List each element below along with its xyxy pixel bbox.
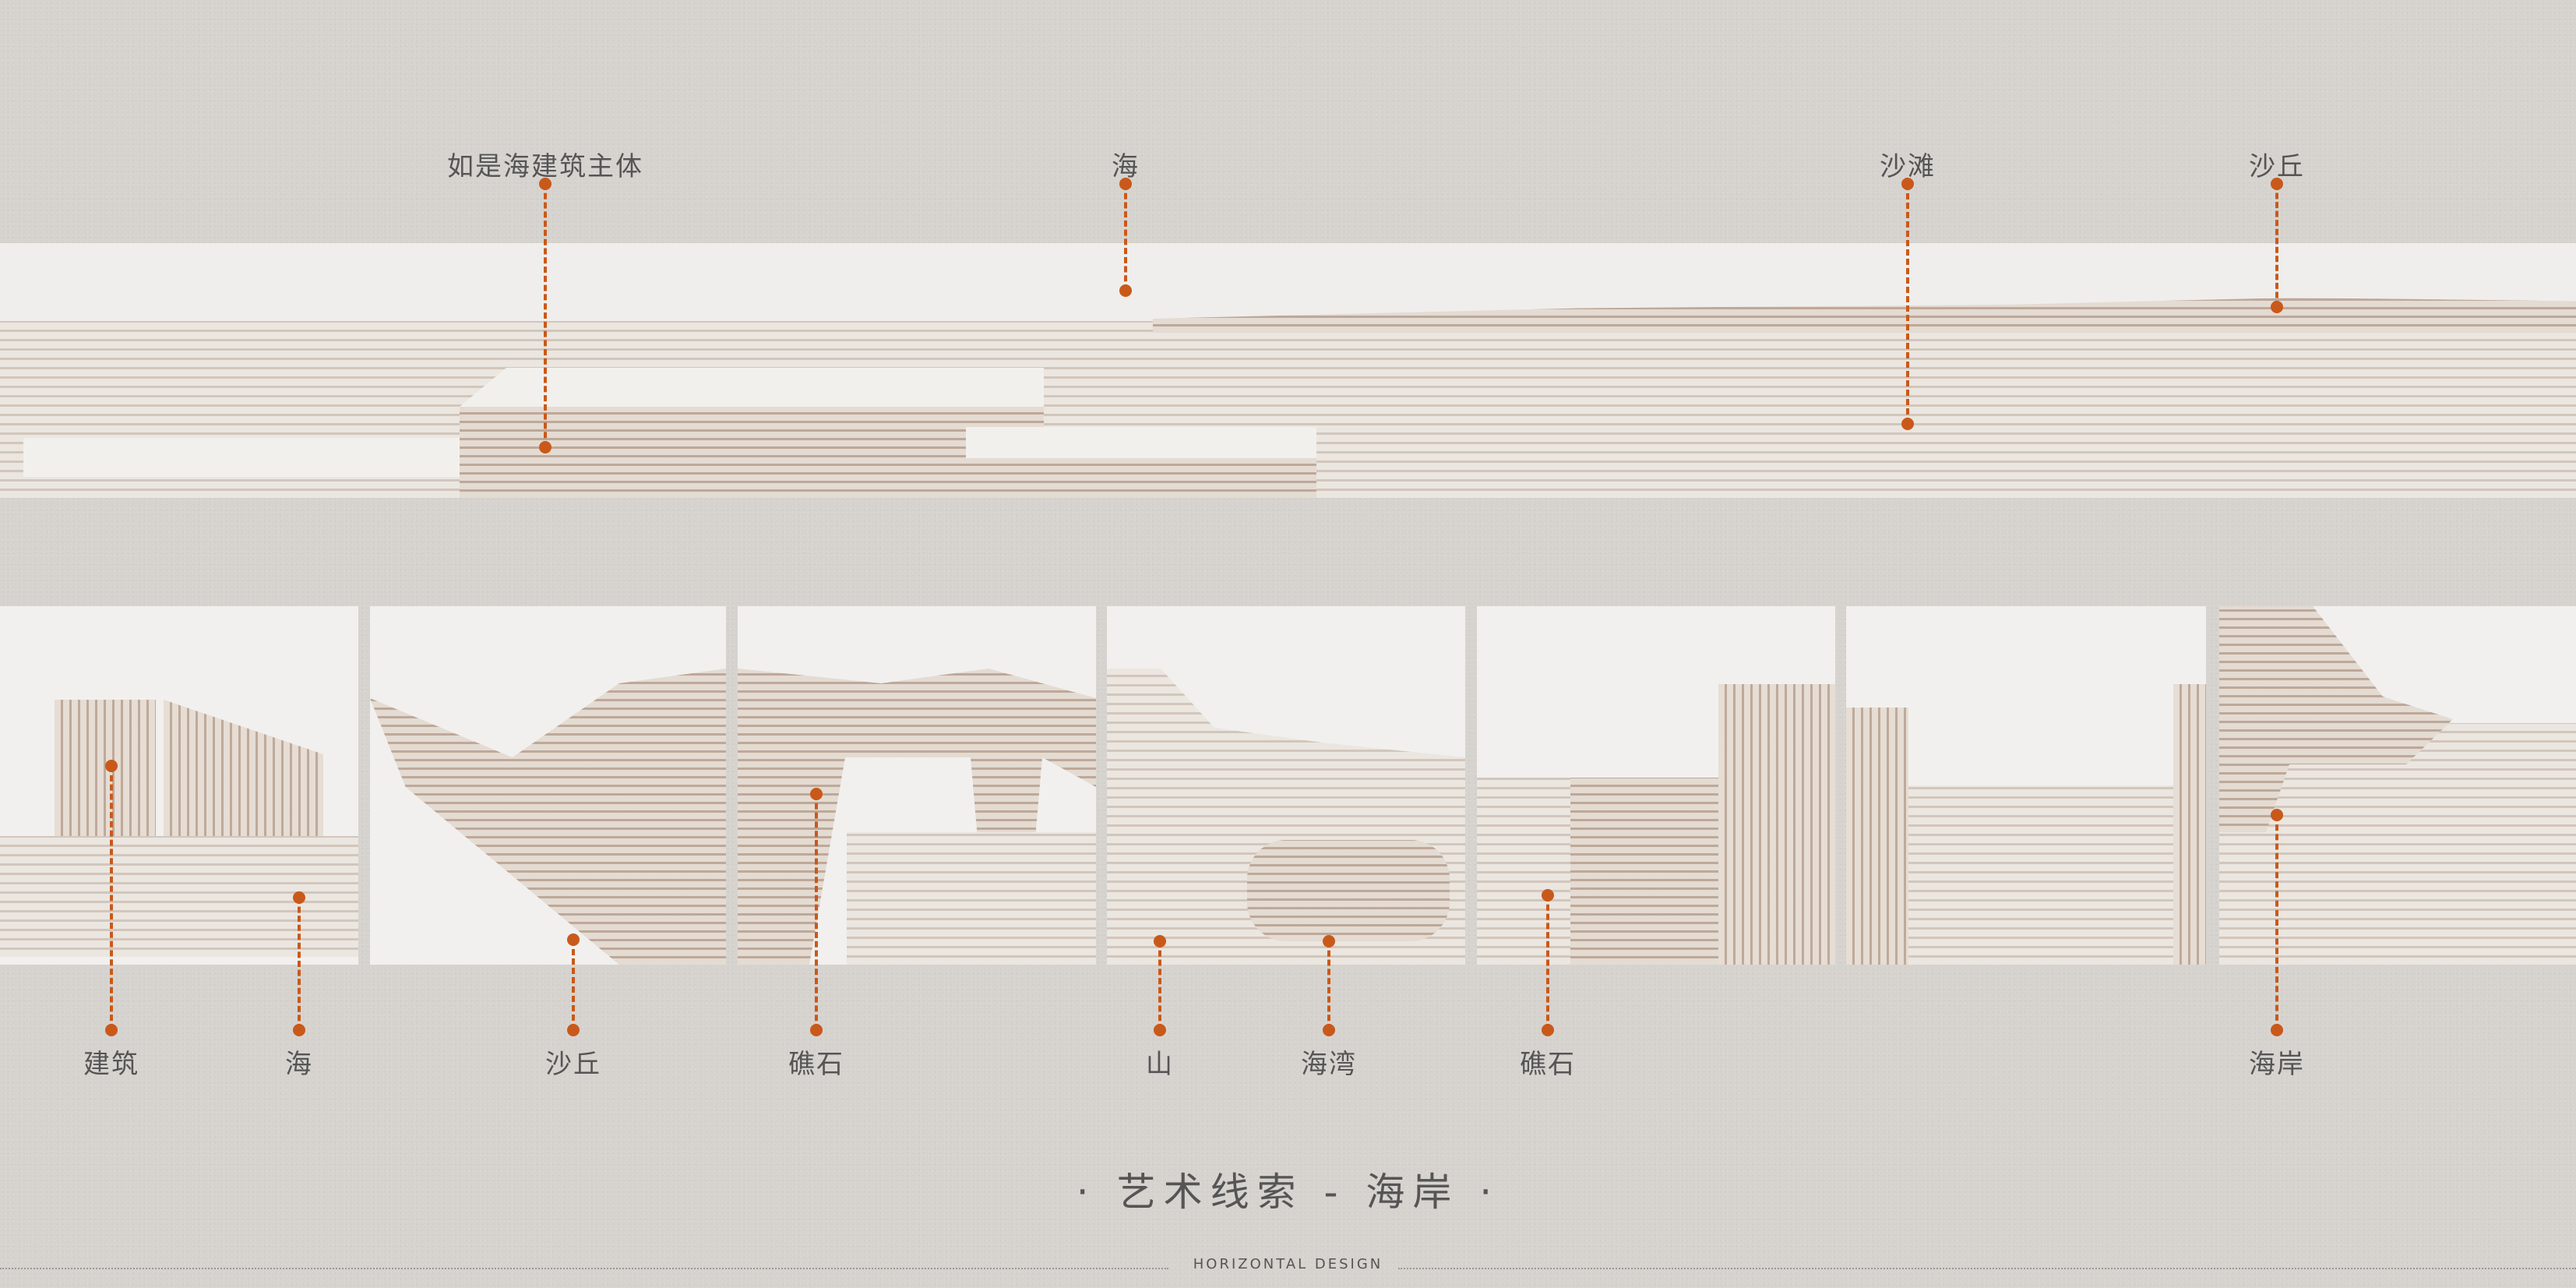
callout-dot	[1323, 1024, 1335, 1036]
callout-line	[1546, 895, 1549, 1030]
callout-dot	[105, 760, 118, 772]
label-sea: 海	[285, 1049, 313, 1080]
callout-dot	[2271, 1024, 2283, 1036]
label-reef: 礁石	[788, 1049, 844, 1080]
callout-dot	[1154, 935, 1166, 947]
callout-dot	[2271, 301, 2283, 313]
callout-line	[1124, 184, 1127, 291]
callout-line	[1158, 941, 1161, 1030]
callout-dot	[810, 788, 823, 800]
callout-dot	[1542, 889, 1554, 902]
footer-text: HORIZONTAL DESIGN	[1193, 1256, 1383, 1272]
callout-line	[2275, 184, 2278, 307]
label-dune: 沙丘	[545, 1049, 601, 1080]
label-reef-2: 礁石	[1520, 1049, 1576, 1080]
label-building-main: 如是海建筑主体	[447, 151, 643, 182]
label-sea-top: 海	[1112, 151, 1140, 182]
label-dune-top: 沙丘	[2249, 151, 2305, 182]
callout-line	[110, 766, 113, 1030]
footer-divider-right	[1398, 1268, 2576, 1269]
artwork-panel-building	[0, 606, 358, 965]
callout-dot	[293, 891, 305, 904]
callout-dot	[1901, 418, 1914, 430]
callout-line	[298, 898, 301, 1030]
callout-dot	[2271, 809, 2283, 821]
callout-dot	[293, 1024, 305, 1036]
callout-line	[2275, 815, 2278, 1030]
label-coast: 海岸	[2249, 1049, 2305, 1080]
artwork-panel-reef	[738, 606, 1096, 965]
callout-dot	[539, 441, 551, 453]
callout-dot	[1154, 1024, 1166, 1036]
callout-dot	[567, 1024, 580, 1036]
label-bay: 海湾	[1301, 1049, 1357, 1080]
callout-dot	[539, 178, 551, 190]
callout-line	[544, 184, 547, 447]
page-title: · 艺术线索 - 海岸 ·	[1076, 1170, 1500, 1215]
top-panorama-artwork	[0, 243, 2576, 498]
callout-dot	[567, 933, 580, 946]
artwork-panel-dune	[370, 606, 726, 965]
callout-dot	[105, 1024, 118, 1036]
artwork-panel-valley	[1846, 606, 2206, 965]
callout-dot	[1119, 284, 1132, 297]
callout-dot	[1901, 178, 1914, 190]
callout-dot	[1119, 178, 1132, 190]
artwork-panel-coast	[2219, 606, 2576, 965]
callout-dot	[1323, 935, 1335, 947]
callout-line	[1327, 941, 1330, 1030]
callout-dot	[2271, 178, 2283, 190]
label-beach: 沙滩	[1880, 151, 1936, 182]
callout-dot	[810, 1024, 823, 1036]
label-mountain: 山	[1146, 1049, 1174, 1080]
artwork-panel-bay	[1107, 606, 1465, 965]
callout-line	[815, 794, 818, 1030]
callout-line	[1906, 184, 1909, 424]
callout-line	[572, 940, 575, 1030]
artwork-panel-reef-2	[1477, 606, 1835, 965]
footer-divider-left	[0, 1268, 1168, 1269]
callout-dot	[1542, 1024, 1554, 1036]
label-building: 建筑	[83, 1049, 139, 1080]
